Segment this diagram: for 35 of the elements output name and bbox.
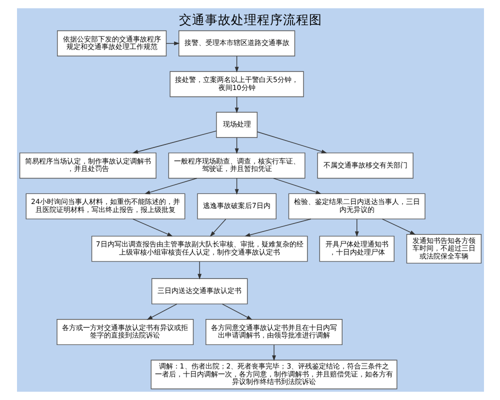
arrow xyxy=(272,178,321,194)
arrow xyxy=(209,218,226,237)
arrow xyxy=(146,304,177,320)
node-box: 24小时询问当事人材料，如重伤不能陈述的，并且医院证明材料，写出终止报告，报上级批复 xyxy=(25,193,185,220)
arrow xyxy=(234,178,238,195)
node-box: 接警、受理本市辖区道路交通事故 xyxy=(178,30,295,56)
node-box: 三日内送达交通事故认定书 xyxy=(150,278,248,304)
arrow xyxy=(234,96,238,114)
node-box: 发通知书告知各方领车时间，不超过三日或法院保全车辆 xyxy=(406,234,482,264)
node-box: 现场处理 xyxy=(216,112,258,138)
node-box: 依据公安部下发的交通事故程序规定和交通事故处理工作规范 xyxy=(56,30,166,56)
node-box: 各方或一方对交通事故认定书有异议或拒签字的直接到法院诉讼 xyxy=(56,319,194,346)
node-box: 逃逸事故破案后7日内 xyxy=(196,193,276,220)
arrow xyxy=(272,344,276,361)
node-box: 不属交通事故移交有关部门 xyxy=(316,152,413,179)
arrow xyxy=(381,218,416,235)
diagram-title: 交通事故处理程序流程图 xyxy=(178,12,322,28)
node-box: 接处警，立案两名以上干警白天5分钟，夜间10分钟 xyxy=(169,71,304,98)
node-box: 简易程序当场认定，制作事故认定调解书，并且处罚告 xyxy=(18,152,156,179)
arrow xyxy=(132,130,216,154)
node-box: 开具尸体处理通知书，十日内处理尸体 xyxy=(318,236,394,262)
arrow xyxy=(354,218,358,237)
node-box: 各方同意交通事故认定书并且在十日内写出申请调解书，由领导批准进行调解 xyxy=(205,319,342,346)
arrow xyxy=(234,137,238,154)
arrow xyxy=(256,132,327,154)
arrow xyxy=(144,178,197,194)
node-box: 调解：1、伤者出院；2、死者丧事完毕；3、评残鉴定结论，符合三条件之一者后，十日内调解一次，各方同意，制作调解书，并且赔偿凭证，如各方有异议制作终结书到法院诉讼 xyxy=(150,360,397,390)
arrow xyxy=(244,218,311,237)
node-box: 一般程序现场勘查、调查，核实行车证、驾驶证，并且暂扣凭证 xyxy=(168,152,305,179)
arrow xyxy=(197,261,202,280)
node-box: 7日内写出调查报告由主管事故副大队长审核、审批，疑难复杂的经上级审核小组审核责任人认定，制作交通事故认定书 xyxy=(90,236,308,262)
arrow xyxy=(221,304,252,320)
arrow xyxy=(234,56,238,73)
node-box: 检验、鉴定结果二日内送达当事人，三日内无异议的 xyxy=(288,193,425,220)
arrow xyxy=(132,218,172,236)
